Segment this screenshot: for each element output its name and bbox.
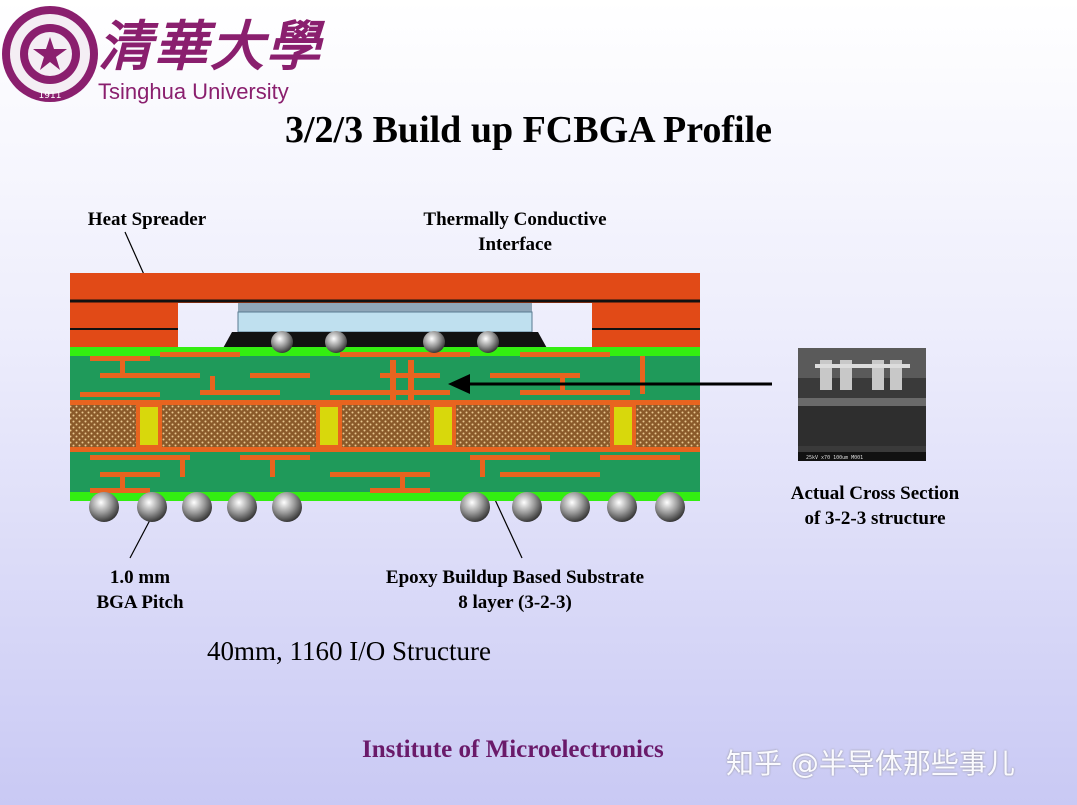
label-thermal-interface-line2: Interface: [478, 234, 552, 255]
heat-spreader: [70, 273, 700, 347]
label-cross-section-line2: of 3-2-3 structure: [804, 508, 946, 529]
university-name: Tsinghua University: [98, 79, 289, 104]
svg-text:25kV x70 100um M001: 25kV x70 100um M001: [806, 455, 863, 461]
label-bga-pitch-line1: 1.0 mm: [109, 567, 171, 588]
label-thermal-interface-line1: Thermally Conductive: [423, 209, 607, 230]
slide-title: 3/2/3 Build up FCBGA Profile: [284, 109, 773, 151]
label-substrate: Epoxy Buildup Based Substrate 8 layer (3…: [360, 565, 670, 615]
label-heat-spreader-text: Heat Spreader: [87, 209, 207, 230]
label-bga-pitch: 1.0 mm BGA Pitch: [70, 565, 210, 615]
structure-subtitle: 40mm, 1160 I/O Structure: [207, 636, 491, 666]
leader-bga-pitch: [129, 519, 151, 559]
bga-solder-balls: [89, 492, 685, 522]
label-substrate-line1: Epoxy Buildup Based Substrate: [385, 567, 645, 588]
label-cross-section-line1: Actual Cross Section: [790, 483, 960, 504]
label-substrate-line2: 8 layer (3-2-3): [458, 592, 572, 613]
label-thermal-interface: Thermally Conductive Interface: [390, 207, 640, 257]
svg-text:1911: 1911: [39, 91, 62, 101]
zhihu-watermark: 知乎 @半导体那些事儿: [726, 747, 1015, 780]
flip-chip-bumps: [271, 331, 499, 353]
sem-cross-section-photo: 25kV x70 100um M001: [798, 348, 926, 461]
label-heat-spreader: Heat Spreader: [72, 207, 222, 232]
label-cross-section: Actual Cross Section of 3-2-3 structure: [770, 481, 980, 531]
silicon-die: [222, 303, 548, 350]
university-seal-logo: 1911: [2, 6, 98, 102]
logo-chinese-calligraphy: 清華大學: [98, 17, 322, 77]
pointer-arrow: [448, 374, 772, 394]
label-bga-pitch-line2: BGA Pitch: [96, 592, 184, 613]
institute-name: Institute of Microelectronics: [362, 736, 664, 763]
substrate: [70, 347, 700, 501]
